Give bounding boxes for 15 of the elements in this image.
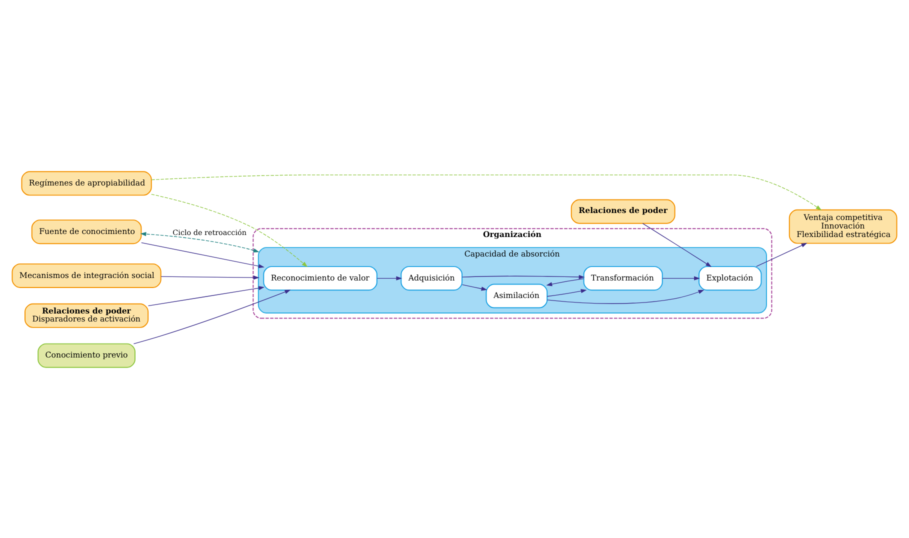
arrow	[546, 278, 584, 286]
arrow	[376, 276, 402, 280]
arrow	[462, 284, 488, 290]
arrow	[151, 174, 822, 210]
arrow	[133, 289, 291, 344]
arrow	[140, 232, 260, 252]
arrow	[141, 242, 264, 268]
arrow	[148, 286, 265, 306]
arrow	[662, 276, 700, 280]
arrow	[642, 222, 712, 266]
arrow	[462, 274, 585, 279]
arrow	[160, 275, 260, 280]
arrow	[151, 193, 308, 267]
arrow	[546, 289, 704, 304]
arrow	[546, 288, 587, 296]
